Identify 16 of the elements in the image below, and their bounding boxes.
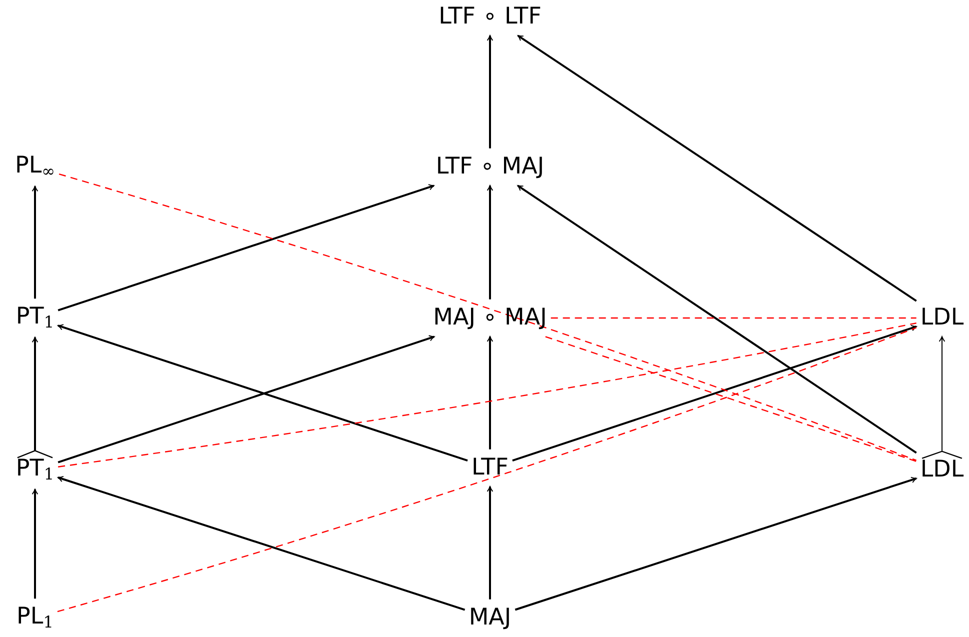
dashed-line — [545, 336, 917, 462]
node-label: PT$_{1}$ — [16, 304, 54, 332]
node-label: LDL — [920, 305, 964, 331]
dashed-line — [57, 327, 917, 612]
node-label: LTF — [472, 455, 508, 481]
node-label: LDL — [920, 457, 964, 483]
dashed-line — [58, 322, 916, 468]
node-label: LTF ∘ MAJ — [436, 154, 544, 180]
node-label: MAJ — [468, 605, 512, 631]
dashed-line — [550, 317, 916, 319]
node-label: LTF ∘ LTF — [438, 4, 542, 30]
node-label: PL$_{∞}$ — [14, 154, 56, 180]
dashed-line — [58, 173, 917, 461]
node-label: PL$_{1}$ — [16, 604, 54, 632]
node-label: PT$_{1}$ — [16, 456, 54, 484]
node-label: MAJ ∘ MAJ — [433, 305, 547, 331]
